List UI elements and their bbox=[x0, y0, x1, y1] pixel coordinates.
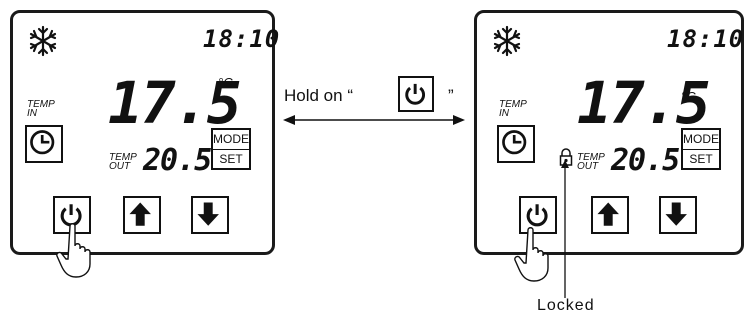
clock-icon bbox=[502, 130, 527, 155]
power-button[interactable] bbox=[519, 196, 557, 234]
hand-pointer-icon bbox=[514, 227, 549, 282]
mode-set-button[interactable]: MODE SET bbox=[681, 128, 721, 170]
temp-in-label-line1: TEMP bbox=[499, 99, 527, 110]
temp-out-label-line1: TEMP bbox=[577, 152, 605, 163]
hold-power-button bbox=[398, 76, 434, 112]
power-icon bbox=[526, 204, 548, 227]
outdoor-temperature: 20.5 bbox=[143, 143, 212, 178]
thermostat-display-locked: 18:10 TEMP IN 17.5 °C TEMP OUT 20.5 MODE… bbox=[474, 10, 744, 255]
temp-out-label: TEMP OUT bbox=[109, 152, 137, 172]
clock-button[interactable] bbox=[25, 125, 63, 163]
clock-button[interactable] bbox=[497, 125, 535, 163]
snowflake-icon bbox=[493, 25, 521, 57]
power-icon bbox=[405, 83, 426, 105]
outdoor-temperature: 20.5 bbox=[611, 143, 680, 178]
up-arrow-icon bbox=[597, 202, 619, 226]
main-temperature: 17.5 bbox=[577, 69, 711, 137]
set-label: SET bbox=[689, 152, 713, 166]
set-label: SET bbox=[219, 152, 243, 166]
down-arrow-icon bbox=[197, 202, 219, 226]
hold-instruction-suffix: ” bbox=[448, 86, 454, 105]
hold-instruction-prefix: Hold on “ bbox=[284, 86, 353, 105]
temp-in-label-line2: IN bbox=[499, 108, 509, 119]
thermostat-display-unlocked: 18:10 TEMP IN 17.5 °C TEMP OUT 20.5 MODE… bbox=[10, 10, 279, 255]
mode-label: MODE bbox=[683, 130, 719, 150]
hand-pointer-icon bbox=[56, 223, 91, 278]
temp-out-label-line2: OUT bbox=[109, 161, 131, 172]
temp-out-label-line2: OUT bbox=[577, 161, 599, 172]
up-button[interactable] bbox=[591, 196, 629, 234]
temp-in-label: TEMP IN bbox=[499, 99, 527, 119]
locked-label: Locked bbox=[537, 297, 595, 314]
unit-label: °C bbox=[681, 89, 696, 104]
temp-in-label-line1: TEMP bbox=[27, 99, 55, 110]
snowflake-icon bbox=[29, 25, 57, 57]
clock-display: 18:10 bbox=[203, 25, 281, 53]
unit-label: °C bbox=[218, 75, 233, 90]
down-button[interactable] bbox=[659, 196, 697, 234]
temp-out-label: TEMP OUT bbox=[577, 152, 605, 172]
mode-label: MODE bbox=[213, 130, 249, 150]
mode-set-button[interactable]: MODE SET bbox=[211, 128, 251, 170]
clock-display: 18:10 bbox=[667, 25, 744, 53]
locked-callout-arrow bbox=[561, 160, 569, 298]
up-arrow-icon bbox=[129, 202, 151, 226]
temp-in-label: TEMP IN bbox=[27, 99, 55, 119]
clock-icon bbox=[30, 130, 55, 155]
down-arrow-icon bbox=[665, 202, 687, 226]
temp-out-label-line1: TEMP bbox=[109, 152, 137, 163]
main-temperature: 17.5 bbox=[108, 69, 242, 137]
double-arrow bbox=[283, 115, 465, 125]
up-button[interactable] bbox=[123, 196, 161, 234]
down-button[interactable] bbox=[191, 196, 229, 234]
temp-in-label-line2: IN bbox=[27, 108, 37, 119]
